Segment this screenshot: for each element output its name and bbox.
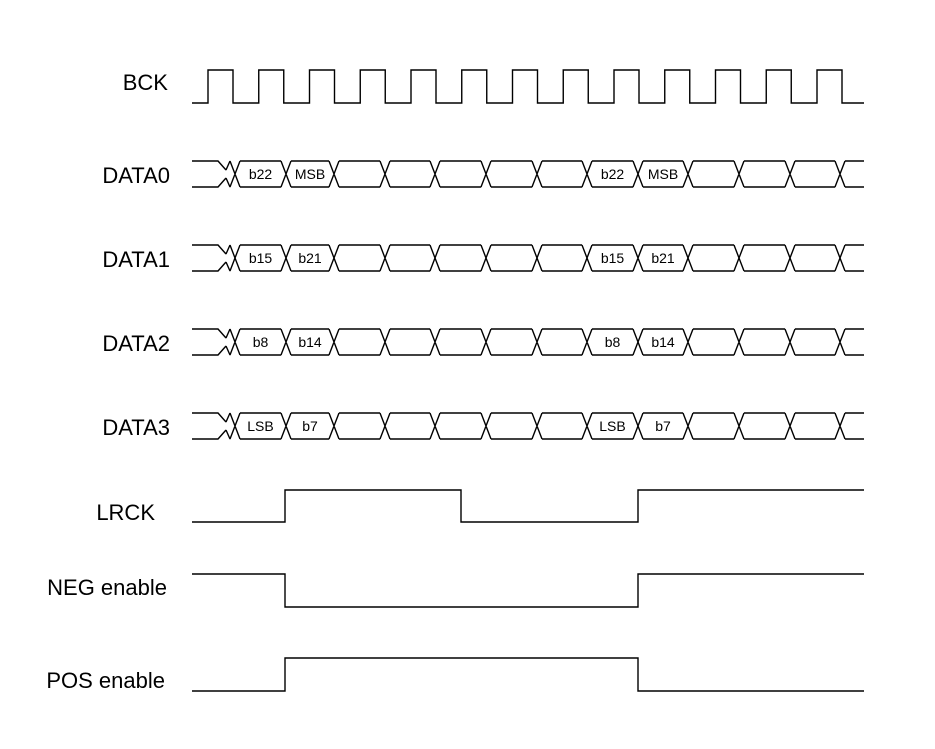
data-bus-2-waveform xyxy=(192,328,864,356)
data-bus-1-waveform xyxy=(192,244,864,272)
pos-enable-label: POS enable xyxy=(46,668,165,693)
data-bus-0-cell-8: MSB xyxy=(648,166,678,182)
data-bus-1-cell-1: b21 xyxy=(298,250,322,266)
data-bus-2-cell-0: b8 xyxy=(253,334,269,350)
data1-label: DATA1 xyxy=(102,247,170,272)
data-bus-3-cell-7: LSB xyxy=(599,418,625,434)
data-bus-1-cell-8: b21 xyxy=(651,250,675,266)
data3-label: DATA3 xyxy=(102,415,170,440)
data-bus-0-cell-7: b22 xyxy=(601,166,625,182)
data-bus-3-waveform xyxy=(192,412,864,440)
data-bus-0-cell-1: MSB xyxy=(295,166,325,182)
neg-enable-label: NEG enable xyxy=(47,575,167,600)
neg-enable-waveform xyxy=(192,573,864,608)
data-bus-1-cell-0: b15 xyxy=(249,250,273,266)
data-bus-3-cell-1: b7 xyxy=(302,418,318,434)
bck-label: BCK xyxy=(123,70,169,95)
data2-label: DATA2 xyxy=(102,331,170,356)
data-bus-2-cell-1: b14 xyxy=(298,334,322,350)
data-bus-2-cell-8: b14 xyxy=(651,334,675,350)
data-bus-0-waveform xyxy=(192,160,864,188)
data-bus-3-cell-8: b7 xyxy=(655,418,671,434)
data0-label: DATA0 xyxy=(102,163,170,188)
data-bus-3-cell-0: LSB xyxy=(247,418,273,434)
lrck-waveform xyxy=(192,489,864,523)
data-bus-0-cell-0: b22 xyxy=(249,166,273,182)
data-bus-1-cell-7: b15 xyxy=(601,250,625,266)
pos-enable-waveform xyxy=(192,657,864,692)
data-bus-2-cell-7: b8 xyxy=(605,334,621,350)
bck-waveform xyxy=(192,69,864,104)
lrck-label: LRCK xyxy=(96,500,155,525)
